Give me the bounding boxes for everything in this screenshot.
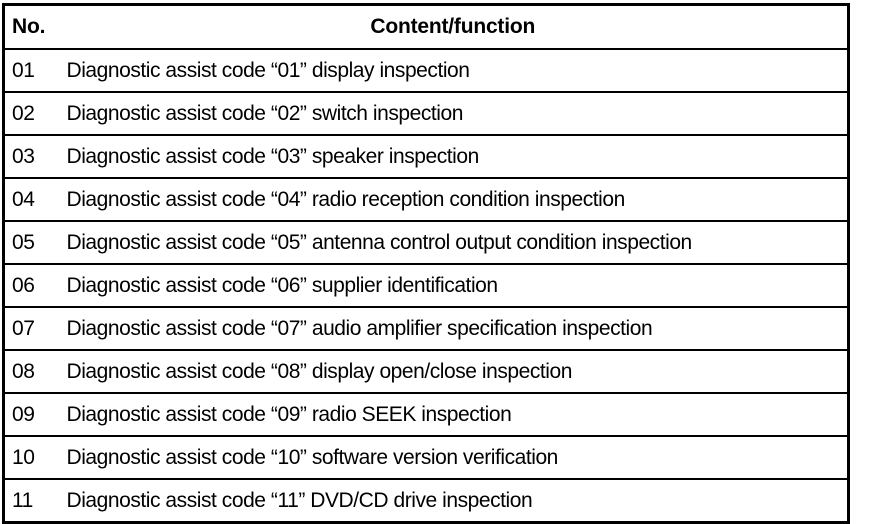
row-number: 03 [12,145,35,168]
row-number-cell: 06 [3,263,59,307]
row-number: 02 [12,102,35,125]
row-content-cell: Diagnostic assist code “07” audio amplif… [58,306,849,350]
table-row: 08 Diagnostic assist code “08” display op… [3,349,849,393]
table-row: 05 Diagnostic assist code “05” antenna co… [3,220,849,264]
row-content: Diagnostic assist code “03” speaker insp… [66,145,480,168]
table-row: 01 Diagnostic assist code “01” display in… [3,48,849,92]
row-content-cell: Diagnostic assist code “04” radio recept… [58,177,849,221]
row-content-cell: Diagnostic assist code “10” software ver… [58,435,849,479]
row-content-cell: Diagnostic assist code “01” display insp… [58,48,849,92]
row-content-cell: Diagnostic assist code “03” speaker insp… [58,134,849,178]
row-content: Diagnostic assist code “09” radio SEEK i… [66,403,512,426]
row-number: 08 [12,360,35,383]
row-number-cell: 03 [3,134,59,178]
table-row: 04 Diagnostic assist code “04” radio rece… [3,177,849,221]
row-content: Diagnostic assist code “07” audio amplif… [66,317,653,340]
row-content: Diagnostic assist code “01” display insp… [66,59,470,82]
row-content: Diagnostic assist code “11” DVD/CD drive… [66,489,533,512]
row-content-cell: Diagnostic assist code “05” antenna cont… [58,220,849,264]
row-number: 10 [12,446,35,469]
row-number: 04 [12,188,35,211]
table-row: 03 Diagnostic assist code “03” speaker in… [3,134,849,178]
row-number-cell: 05 [3,220,59,264]
row-number: 05 [12,231,35,254]
row-content: Diagnostic assist code “05” antenna cont… [66,231,693,254]
row-content-cell: Diagnostic assist code “09” radio SEEK i… [58,392,849,436]
row-number-cell: 07 [3,306,59,350]
row-number-cell: 09 [3,392,59,436]
table-row: 11 Diagnostic assist code “11” DVD/CD dri… [3,478,849,523]
row-number: 07 [12,317,35,340]
row-content-cell: Diagnostic assist code “08” display open… [58,349,849,393]
row-number: 01 [12,59,35,82]
row-content: Diagnostic assist code “10” software ver… [66,446,559,469]
table-row: 06 Diagnostic assist code “06” supplier i… [3,263,849,307]
row-number-cell: 02 [3,91,59,135]
column-header-no-cell: No. [3,4,59,49]
row-content-cell: Diagnostic assist code “02” switch inspe… [58,91,849,135]
column-header-content: Content/function [370,15,536,38]
table-row: 07 Diagnostic assist code “07” audio ampl… [3,306,849,350]
row-number-cell: 10 [3,435,59,479]
table-row: 09 Diagnostic assist code “09” radio SEEK… [3,392,849,436]
row-number: 06 [12,274,35,297]
row-content: Diagnostic assist code “02” switch inspe… [66,102,464,125]
column-header-content-cell: Content/function [58,4,849,49]
row-content: Diagnostic assist code “06” supplier ide… [66,274,499,297]
table-row: 10 Diagnostic assist code “10” software v… [3,435,849,479]
row-number: 11 [12,489,33,512]
row-number-cell: 11 [3,478,59,523]
row-number-cell: 08 [3,349,59,393]
row-content-cell: Diagnostic assist code “06” supplier ide… [58,263,849,307]
column-header-no: No. [12,15,46,38]
table-header: No. Content/function [3,4,849,49]
row-content: Diagnostic assist code “08” display open… [66,360,573,383]
table-body: 01 Diagnostic assist code “01” display in… [3,48,849,523]
row-content-cell: Diagnostic assist code “11” DVD/CD drive… [58,478,849,523]
table-header-row: No. Content/function [3,4,849,49]
table-row: 02 Diagnostic assist code “02” switch ins… [3,91,849,135]
row-content: Diagnostic assist code “04” radio recept… [66,188,626,211]
row-number: 09 [12,403,35,426]
row-number-cell: 01 [3,48,59,92]
row-number-cell: 04 [3,177,59,221]
